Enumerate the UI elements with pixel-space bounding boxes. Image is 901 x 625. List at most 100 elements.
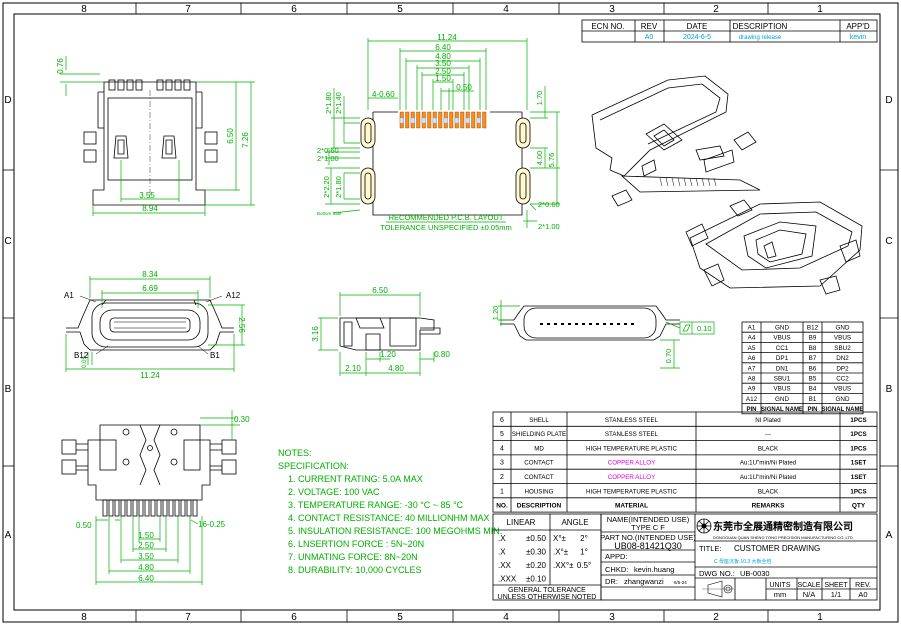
dim-pcb-480: 4.80 <box>435 52 451 61</box>
pin-label-a1: A1 <box>64 291 74 300</box>
pin-cell: SBU2 <box>834 345 851 352</box>
dim-pcb-2x220: 2*2.20 <box>322 176 331 198</box>
bom-cell: 1PCS <box>850 431 866 438</box>
grid-col-bottom: 3 <box>609 612 615 623</box>
end-view: 1.20 0.70 0.10 <box>491 300 715 369</box>
pcb-bottom-side-note: Bottom Side <box>317 211 342 216</box>
tol-cell: .X <box>498 534 506 543</box>
pin-label-b1: B1 <box>210 351 220 360</box>
pin-cell: DN2 <box>836 355 849 362</box>
pcb-layout-view: 11.24 6.40 4.80 3.50 2.50 1.50 0.50 4-0.… <box>317 33 560 232</box>
tb-rev-label: REV. <box>855 582 871 589</box>
dim-bot-16x025: 16-0.25 <box>198 520 226 529</box>
bom-cell: Au:1U"min/Ni Plated <box>740 460 797 467</box>
grid-col-top: 6 <box>291 4 297 15</box>
notes-title: NOTES: <box>278 448 312 458</box>
dim-side-210: 2.10 <box>345 364 361 373</box>
bom-cell: 1SET <box>851 460 867 467</box>
dim-bot-480: 4.80 <box>138 563 154 572</box>
pin-cell: VBUS <box>834 335 851 342</box>
tb-title-value: CUSTOMER DRAWING <box>734 544 820 553</box>
top-view: 0.76 6.50 7.26 3.55 8.94 <box>56 56 255 216</box>
tb-scale-value: N/A <box>803 590 816 599</box>
pin-cell: GND <box>775 396 789 403</box>
pin-header-cell: SIGNAL NAME <box>822 407 864 413</box>
dim-pcb-400: 4.00 <box>535 151 544 166</box>
pin-cell: A6 <box>748 355 756 362</box>
bom-cell: 2 <box>500 474 504 481</box>
bom-cell: STANLESS STEEL <box>605 431 659 438</box>
side-view: 6.50 3.16 1.20 0.80 2.10 4.80 <box>311 286 450 376</box>
pin-cell: A12 <box>746 396 758 403</box>
pin-label-b12: B12 <box>74 351 89 360</box>
tol-cell: X°± <box>553 534 567 543</box>
note-item: 6. LNSERTION FORCE : 5N~20N <box>288 539 424 549</box>
dim-pcb-1124: 11.24 <box>437 33 457 42</box>
dim-pcb-050: 0.50 <box>456 83 472 92</box>
notes-block: NOTES: SPECIFICATION: 1. CURRENT RATING:… <box>278 448 502 575</box>
pin-header-cell: SIGNAL NAME <box>761 407 803 413</box>
pin-cell: DP1 <box>776 355 789 362</box>
tol-cell: 1° <box>580 548 588 557</box>
pin-cell: VBUS <box>834 386 851 393</box>
dim-bot-150: 1.50 <box>138 531 154 540</box>
grid-col-bottom: 6 <box>291 612 297 623</box>
bom-cell: 3 <box>500 460 504 467</box>
grid-col-top: 2 <box>713 4 719 15</box>
bom-cell: COPPER ALLOY <box>608 474 655 481</box>
dim-pcb-2x100: 2*1.00 <box>317 154 339 163</box>
front-view: 8.34 6.69 2.56 11.24 0.05 A1 A12 B12 B1 <box>64 270 246 380</box>
notes-subtitle: SPECIFICATION: <box>278 461 349 471</box>
grid-row-left: C <box>4 236 11 247</box>
tol-cell: ±0.30 <box>526 548 547 557</box>
pin-cell: B12 <box>807 325 819 332</box>
dim-pcb-2x180: 2*1.80 <box>324 92 333 114</box>
grid-row-left: B <box>5 384 12 395</box>
inner-border <box>13 13 881 611</box>
bom-cell: 4 <box>500 445 504 452</box>
pin-cell: B1 <box>809 396 817 403</box>
projection-symbol-icon <box>702 580 734 598</box>
pin-cell: B5 <box>809 376 817 383</box>
pin-cell: GND <box>775 325 789 332</box>
grid-col-top: 1 <box>817 4 823 15</box>
bom-cell: 1SET <box>851 474 867 481</box>
pin-cell: CC1 <box>776 345 789 352</box>
grid-row-right: D <box>885 95 892 106</box>
pin-cell: SBU1 <box>774 376 791 383</box>
pin-label-a12: A12 <box>226 291 241 300</box>
pin-cell: VBUS <box>773 386 790 393</box>
tb-units-label: UNITS <box>770 582 791 589</box>
grid-col-bottom: 1 <box>817 612 823 623</box>
pin-cell: B8 <box>809 345 817 352</box>
dim-top-650: 6.50 <box>226 128 235 144</box>
tol-cell: .X°± <box>553 548 569 557</box>
bom-cell: CONTACT <box>524 460 554 467</box>
bom-cell: 1PCS <box>850 445 866 452</box>
tol-cell: ±0.10 <box>526 575 547 584</box>
pin-cell: A8 <box>748 376 756 383</box>
note-item: 8. DURABILITY: 10,000 CYCLES <box>288 565 422 575</box>
tb-company-cn: 东莞市全展通精密制造有限公司 <box>713 520 853 533</box>
dim-end-120: 1.20 <box>491 306 500 321</box>
tb-company-en: DONGGUAN QUAN SHENG TONG PRECISION MANUF… <box>713 535 854 540</box>
dim-front-669: 6.69 <box>142 284 158 293</box>
grid-col-top: 3 <box>609 4 615 15</box>
tol-cell: .X <box>498 548 506 557</box>
dim-pcb-150: 1.50 <box>435 74 451 83</box>
grid-row-right: B <box>886 384 893 395</box>
dim-bot-250: 2.50 <box>138 541 154 550</box>
tb-title-label: TITLE: <box>699 544 722 553</box>
dim-pcb-2x100b: 2*1.00 <box>538 222 560 231</box>
dim-pcb-250: 2.50 <box>435 67 451 76</box>
bom-cell: HOUSING <box>525 488 554 495</box>
dim-side-080: 0.80 <box>434 350 450 359</box>
tb-chkd-value: kevin.huang <box>634 565 674 574</box>
dim-pcb-2x060b: 2*0.60 <box>538 200 560 209</box>
bom-cell: 1PCS <box>850 417 866 424</box>
bom-cell: SHELL <box>529 417 549 424</box>
isometric-views <box>591 75 863 295</box>
